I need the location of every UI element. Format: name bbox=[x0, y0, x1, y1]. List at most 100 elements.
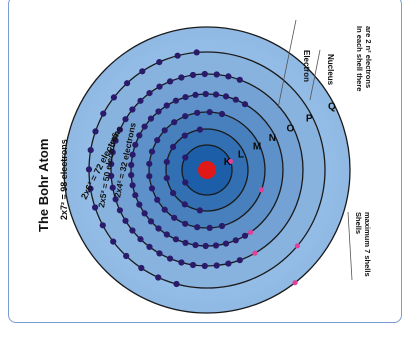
shell-letter-L: L bbox=[238, 150, 244, 161]
electron bbox=[182, 154, 189, 161]
electron bbox=[178, 259, 185, 266]
electron bbox=[108, 161, 115, 168]
electron bbox=[194, 224, 201, 231]
electron bbox=[99, 222, 106, 229]
shells-pointer bbox=[347, 211, 353, 281]
electron-marker bbox=[294, 243, 300, 249]
electron bbox=[213, 71, 220, 78]
electron bbox=[148, 185, 156, 192]
electron bbox=[161, 206, 168, 213]
electron bbox=[192, 91, 199, 98]
diagram-title: The Bohr Atom bbox=[36, 139, 51, 232]
electron bbox=[128, 161, 135, 168]
shell-rule-line-1: In each shell there bbox=[355, 26, 364, 91]
diagram-frame bbox=[8, 0, 402, 323]
electron bbox=[112, 196, 119, 203]
electron bbox=[181, 201, 188, 208]
pointer-lines bbox=[277, 19, 353, 281]
electron bbox=[163, 158, 170, 165]
electron bbox=[241, 101, 249, 108]
electron bbox=[138, 264, 145, 272]
electron bbox=[87, 147, 94, 154]
electron bbox=[241, 232, 249, 239]
electron bbox=[129, 227, 136, 234]
electron bbox=[137, 97, 144, 104]
electron-markers bbox=[227, 158, 300, 286]
electron bbox=[173, 280, 180, 288]
electron bbox=[163, 175, 170, 182]
electron-marker bbox=[248, 229, 254, 235]
electron bbox=[206, 224, 213, 231]
electron bbox=[189, 261, 197, 269]
electron bbox=[167, 78, 174, 85]
electron bbox=[206, 109, 213, 116]
electron bbox=[163, 102, 170, 109]
electron bbox=[213, 262, 220, 269]
electron bbox=[122, 116, 129, 123]
electron bbox=[154, 137, 161, 144]
electron bbox=[148, 148, 156, 155]
electron bbox=[222, 93, 230, 100]
electron bbox=[196, 126, 203, 133]
nucleus-pointer bbox=[309, 49, 321, 101]
electron bbox=[141, 210, 148, 217]
electron bbox=[236, 76, 243, 83]
electron bbox=[182, 239, 189, 246]
electron-label: Electron bbox=[302, 50, 311, 82]
electron bbox=[182, 94, 189, 101]
electron bbox=[85, 166, 93, 173]
electron bbox=[236, 257, 243, 264]
electron bbox=[146, 243, 153, 250]
electron bbox=[136, 201, 143, 208]
electron bbox=[202, 242, 209, 250]
electron bbox=[222, 240, 230, 247]
electron bbox=[201, 70, 208, 78]
shell-letter-K: K bbox=[224, 157, 232, 168]
electron bbox=[182, 179, 189, 186]
electron bbox=[109, 184, 116, 191]
electron bbox=[202, 90, 209, 98]
electron bbox=[92, 204, 99, 211]
electron bbox=[212, 242, 220, 249]
electron bbox=[172, 236, 179, 243]
electron bbox=[174, 52, 181, 59]
electron bbox=[182, 220, 189, 227]
electron bbox=[155, 108, 162, 115]
electron-pointer bbox=[277, 19, 297, 109]
electron bbox=[192, 242, 199, 249]
electron bbox=[139, 68, 146, 75]
electron bbox=[171, 214, 178, 221]
shell-letter-O: O bbox=[287, 124, 295, 135]
electron bbox=[147, 218, 155, 225]
electron bbox=[129, 106, 136, 113]
electron bbox=[182, 113, 189, 120]
electron bbox=[167, 255, 174, 262]
electron bbox=[154, 196, 161, 203]
electron bbox=[108, 172, 115, 179]
electron bbox=[92, 128, 99, 135]
electron bbox=[146, 160, 153, 167]
electron bbox=[232, 96, 239, 103]
electron bbox=[147, 115, 155, 122]
electron bbox=[170, 143, 177, 150]
electron bbox=[110, 238, 117, 245]
shell-letter-N: N bbox=[269, 133, 276, 144]
electron bbox=[116, 126, 123, 133]
electron bbox=[170, 190, 177, 197]
electron bbox=[212, 91, 220, 98]
electron bbox=[196, 207, 203, 214]
electron bbox=[172, 97, 179, 104]
electron bbox=[116, 207, 123, 214]
shell-letter-M: M bbox=[253, 142, 261, 153]
electron bbox=[109, 149, 116, 156]
electron bbox=[225, 73, 232, 80]
electron bbox=[194, 109, 201, 116]
electron bbox=[193, 49, 200, 56]
electron bbox=[132, 141, 139, 148]
electron-marker bbox=[227, 158, 234, 164]
electron bbox=[232, 237, 239, 244]
electron bbox=[163, 231, 170, 238]
formula-98: 2x7² = 98 electrons bbox=[59, 139, 69, 220]
